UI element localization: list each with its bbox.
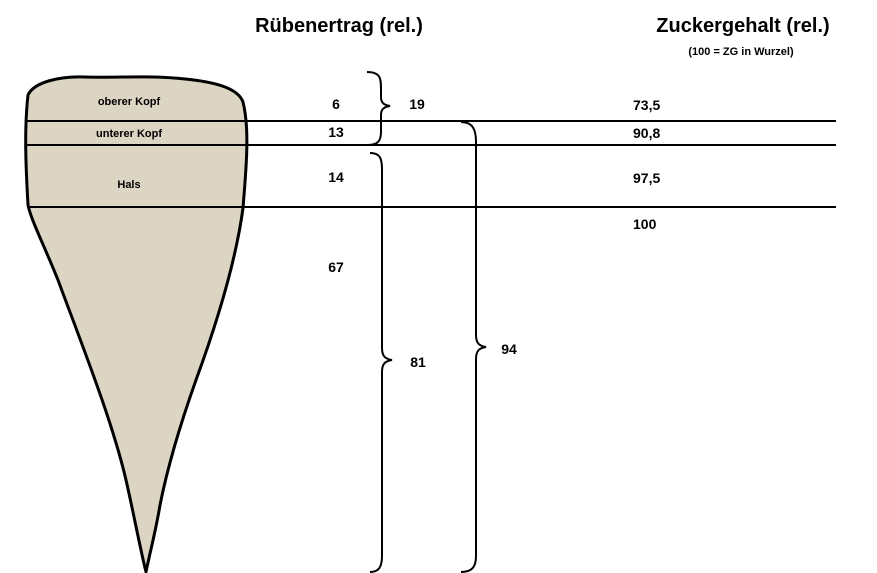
sugar-column-title: Zuckergehalt (rel.) (656, 15, 829, 37)
yield-column-title: Rübenertrag (rel.) (255, 15, 423, 37)
sugar-value-neck: 97,5 (633, 170, 660, 186)
sugar-value-lower-head: 90,8 (633, 125, 660, 141)
sugar-value-upper-head: 73,5 (633, 97, 660, 113)
brace-without-upper-head (461, 122, 486, 572)
brace-head-total (367, 72, 390, 145)
sum-without-upper-head: 94 (501, 341, 517, 357)
yield-value-lower-head: 13 (328, 124, 344, 140)
yield-value-upper-head: 6 (332, 96, 340, 112)
brace-neck-root (370, 153, 392, 572)
sugar-beet-shape (26, 77, 247, 572)
segment-label-lower-head: unterer Kopf (96, 128, 162, 140)
segment-label-neck: Hals (117, 179, 140, 191)
segment-label-upper-head: oberer Kopf (98, 96, 161, 108)
sugar-value-root: 100 (633, 216, 657, 232)
sugar-column-note: (100 = ZG in Wurzel) (688, 46, 794, 58)
yield-value-neck: 14 (328, 169, 344, 185)
sum-neck-root: 81 (410, 354, 426, 370)
yield-value-root: 67 (328, 259, 344, 275)
sum-head-total: 19 (409, 96, 425, 112)
